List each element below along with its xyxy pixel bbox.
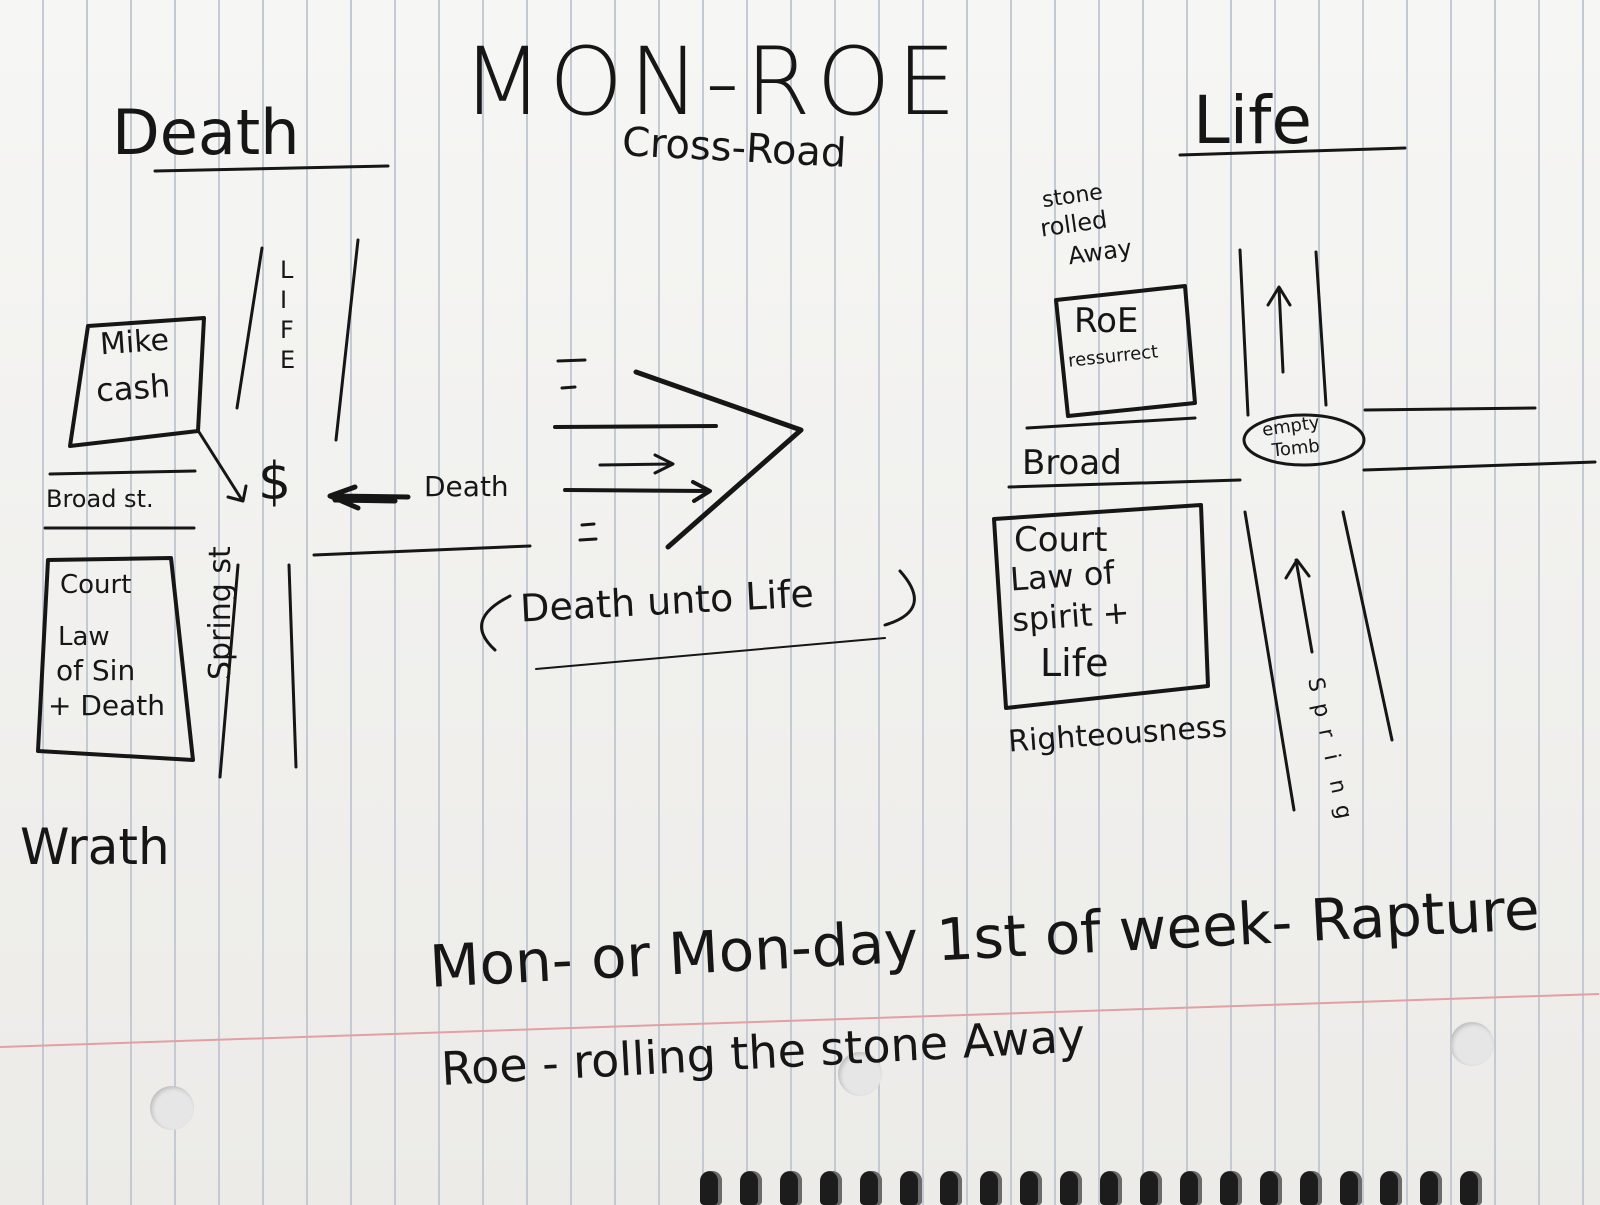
- spring-st-left-edge: [218, 563, 240, 779]
- death-arrow: [327, 484, 411, 511]
- tomb-label: Tomb: [1270, 435, 1321, 462]
- death-underline: [153, 164, 390, 173]
- speed-line: [578, 537, 598, 542]
- roe-underline: [1025, 416, 1197, 430]
- death-heading: Death: [112, 96, 300, 169]
- death-street-line: [312, 544, 532, 557]
- street-letter: L: [280, 256, 294, 284]
- cash-label: cash: [94, 366, 172, 410]
- up-arrow-bottom: [1284, 558, 1314, 654]
- broad-st-label: Broad st.: [46, 485, 154, 513]
- law-of-label: Law of: [1008, 553, 1116, 599]
- broad-underline: [1007, 478, 1242, 489]
- arrow-shaft-top: [553, 424, 718, 429]
- up-arrow-top: [1266, 285, 1292, 374]
- caption-right-paren: [883, 569, 916, 627]
- life-underline: [1178, 146, 1407, 157]
- spring-st-right-edge: [287, 563, 298, 769]
- mike-label: Mike: [98, 322, 171, 363]
- life-street-left-edge: [235, 246, 264, 410]
- spirit-plus-label: spirit +: [1010, 592, 1131, 640]
- roe-box-label: RoE: [1074, 301, 1139, 341]
- court-box-right-outline: [992, 503, 1210, 710]
- street-letter: E: [280, 346, 296, 374]
- court-box-left-outline: [36, 556, 195, 762]
- spring-street-right-edge: [1341, 510, 1394, 742]
- plus-death-label: + Death: [48, 689, 166, 722]
- arrow-shaft-mid: [598, 453, 675, 475]
- right-street-top-line: [1363, 406, 1537, 412]
- speed-line: [580, 522, 596, 527]
- of-sin-label: of Sin: [56, 654, 136, 687]
- broad-st-top-line: [48, 469, 197, 476]
- punch-hole: [838, 1052, 882, 1096]
- life-street-label: L I F E: [280, 258, 306, 372]
- life-street-right-edge: [334, 238, 360, 442]
- law-label: Law: [58, 622, 110, 652]
- death-arrow-label: Death: [424, 470, 509, 503]
- speed-line: [560, 385, 577, 390]
- spiral-binding: [700, 1165, 1600, 1205]
- court-right-label: Court: [1014, 520, 1108, 560]
- right-street-bottom-line: [1362, 460, 1597, 472]
- punch-hole: [150, 1086, 194, 1130]
- page-title: MON-ROE: [462, 28, 963, 137]
- page-subtitle: Cross-Road: [620, 119, 848, 177]
- roe-box-outline: [1054, 284, 1197, 418]
- empty-tomb-oval: [1242, 413, 1366, 467]
- right-street-right-edge: [1314, 250, 1328, 407]
- street-letter: g: [1329, 802, 1357, 822]
- wrath-label: Wrath: [20, 818, 170, 876]
- arrow-shaft-bottom: [563, 480, 712, 503]
- speed-line: [556, 358, 587, 363]
- caption-left-paren: [480, 594, 512, 652]
- mike-to-dollar-arrow: [197, 430, 248, 503]
- life-heading: Life: [1193, 82, 1312, 159]
- broad-label: Broad: [1022, 443, 1122, 483]
- dollar-sign: $: [258, 452, 292, 512]
- right-street-left-edge: [1238, 248, 1250, 417]
- big-chevron-arrow: [633, 369, 804, 550]
- punch-hole: [1450, 1022, 1494, 1066]
- street-letter: F: [280, 316, 294, 344]
- spring-street-left-edge: [1243, 510, 1296, 812]
- court-label: Court: [60, 570, 132, 600]
- caption-underline: [535, 637, 886, 670]
- spring-st-label: Spring st: [203, 546, 238, 680]
- street-letter: I: [280, 286, 288, 314]
- life-right-label: Life: [1040, 641, 1109, 685]
